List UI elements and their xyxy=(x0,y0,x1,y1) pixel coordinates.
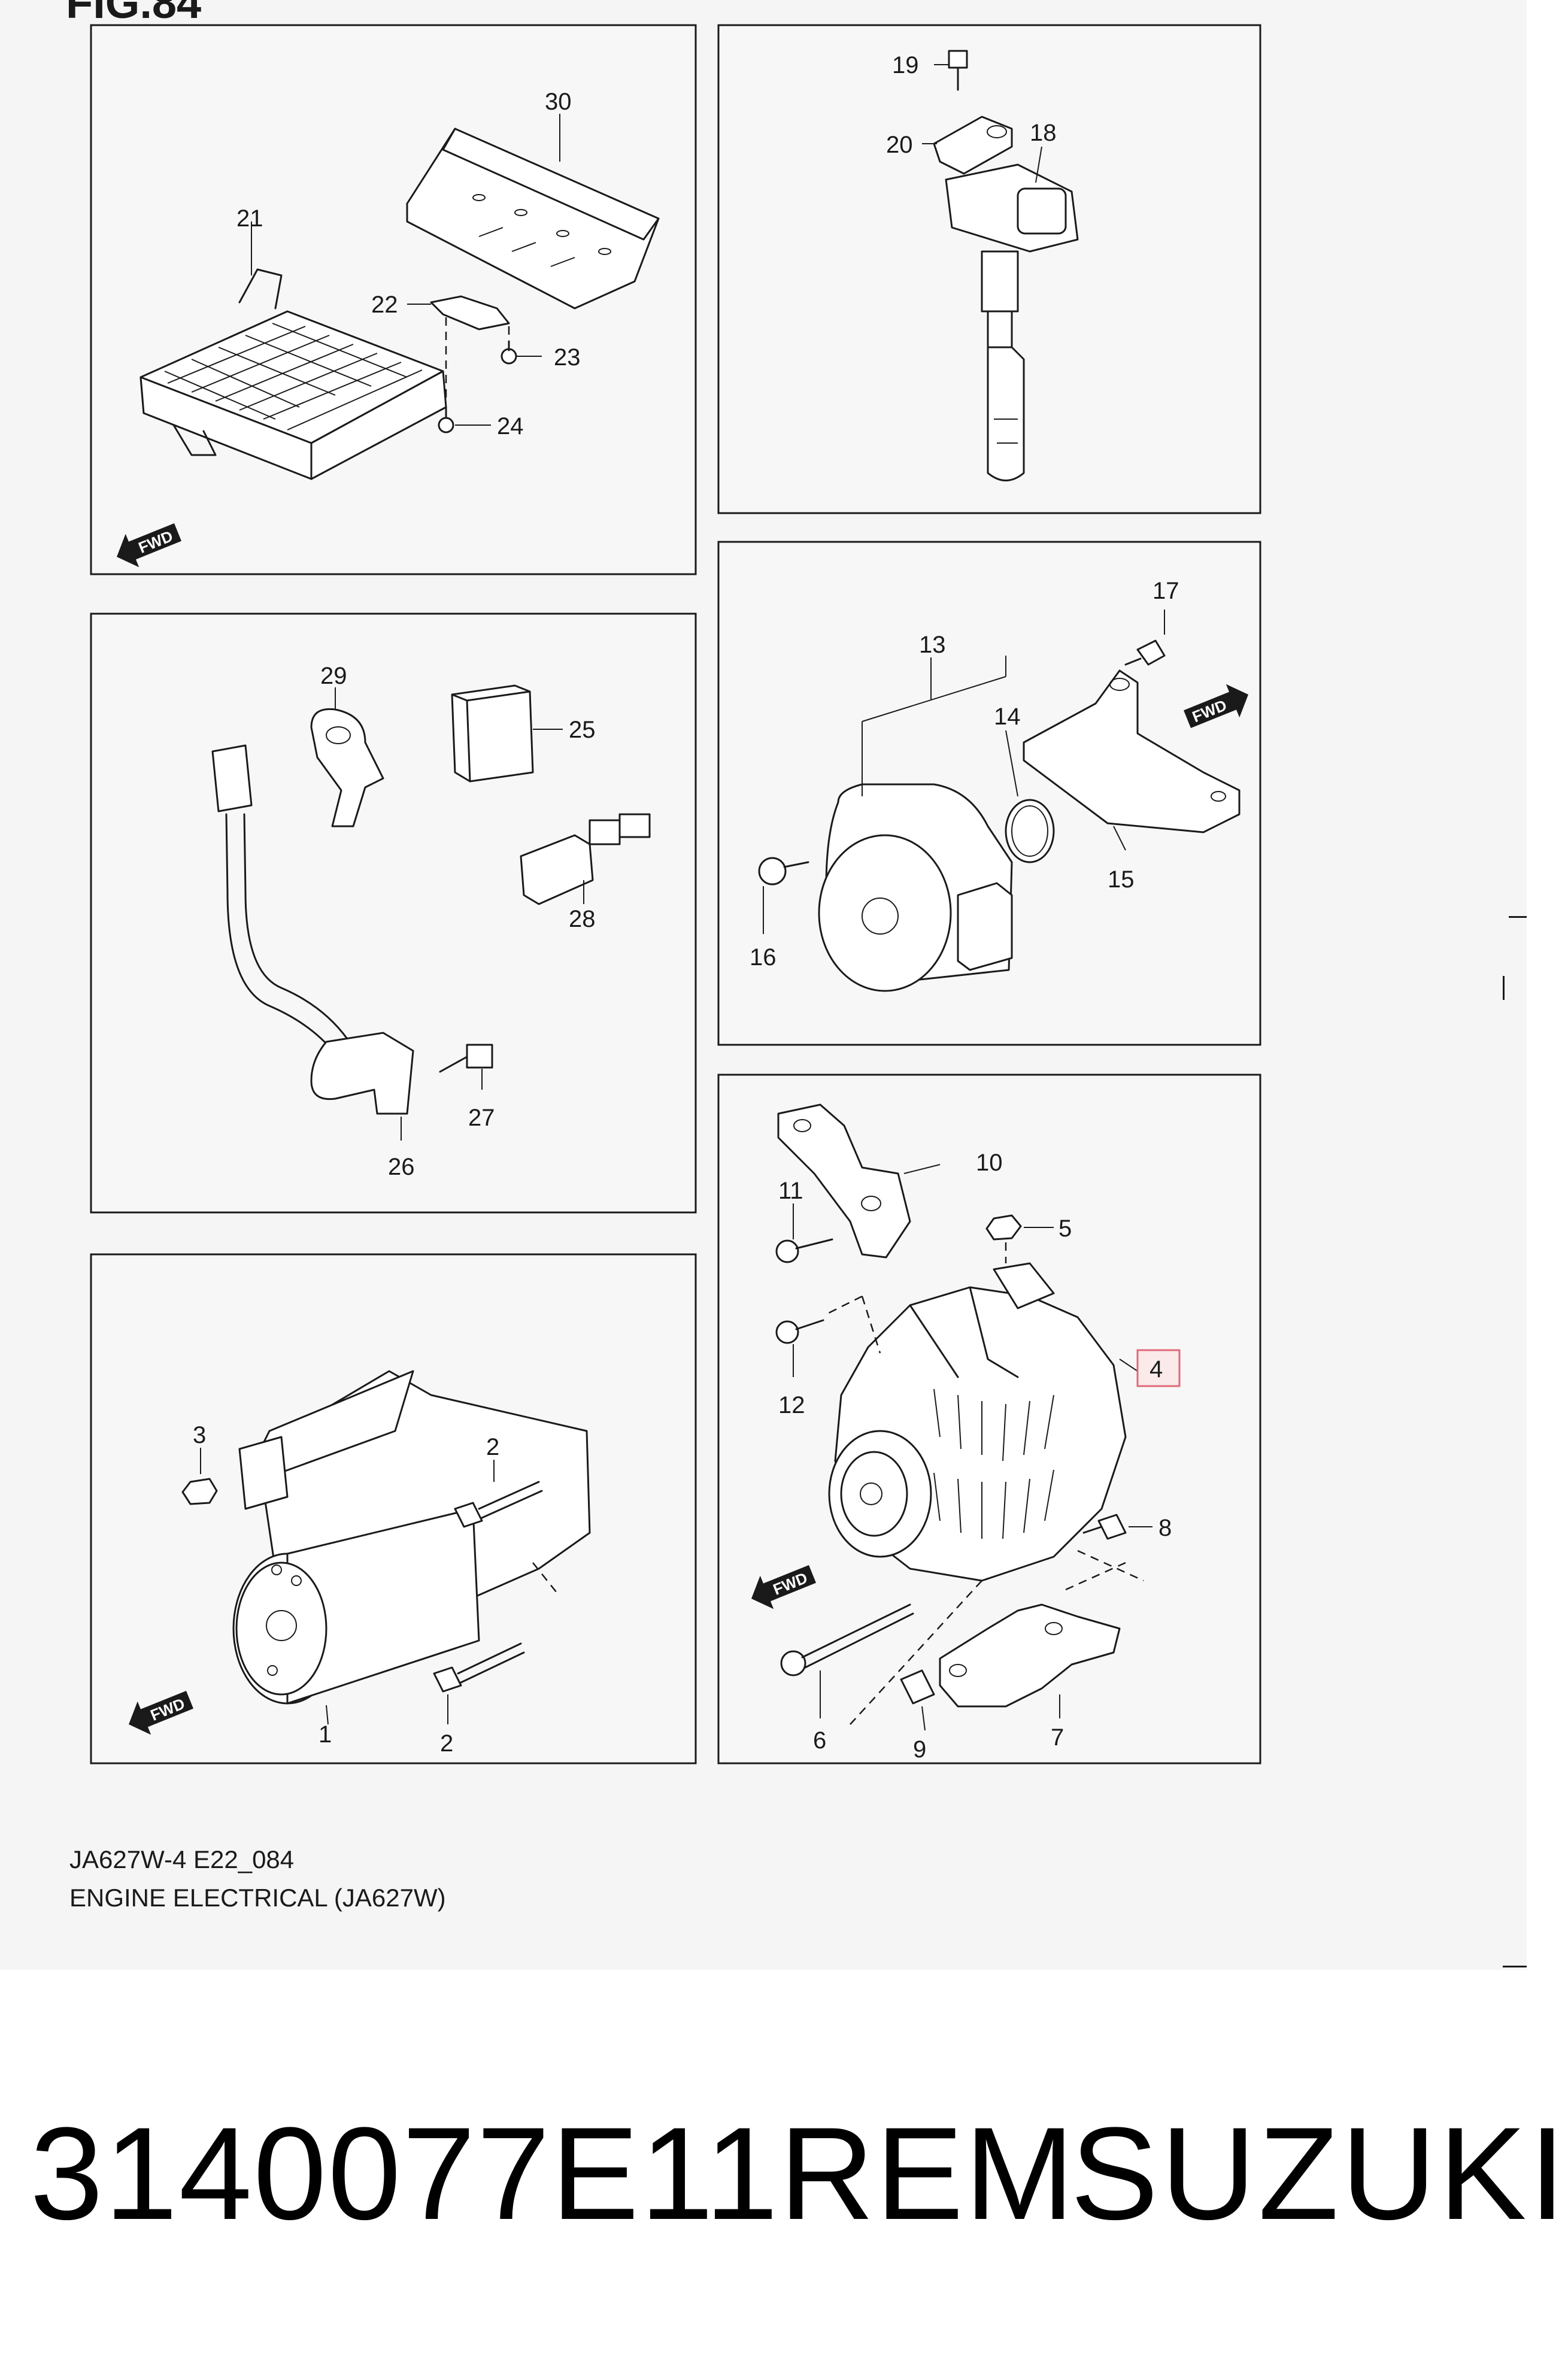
alternator-part[interactable] xyxy=(828,1262,1127,1582)
bracket-10-part[interactable] xyxy=(777,1103,911,1259)
callout-2a[interactable]: 2 xyxy=(486,1434,499,1460)
callout-17[interactable]: 17 xyxy=(1153,578,1179,604)
callout-11[interactable]: 11 xyxy=(778,1178,803,1204)
bracket-7-part[interactable] xyxy=(939,1603,1121,1708)
switch-28-part[interactable] xyxy=(520,813,651,905)
relay-25-part[interactable] xyxy=(451,684,534,783)
panel-ignition-coil xyxy=(717,24,1261,514)
callout-1[interactable]: 1 xyxy=(319,1721,332,1748)
bracket-15-part[interactable] xyxy=(1023,669,1241,833)
bracket-29-part[interactable] xyxy=(310,708,384,827)
throttle-body-part[interactable] xyxy=(818,783,1013,992)
figure-title: FIG.84 xyxy=(66,0,202,28)
ecu-bracket-part[interactable] xyxy=(139,268,447,480)
diagram-code: JA627W-4 E22_084 xyxy=(69,1845,295,1873)
diagram-description: ENGINE ELECTRICAL (JA627W) xyxy=(69,1884,446,1912)
callout-19[interactable]: 19 xyxy=(892,52,919,78)
callout-2b[interactable]: 2 xyxy=(440,1730,453,1757)
callout-3[interactable]: 3 xyxy=(193,1422,206,1448)
ecu-cover-part[interactable] xyxy=(406,128,660,310)
bolt-17-part[interactable] xyxy=(1124,639,1166,666)
crankshaft-sensor-part[interactable] xyxy=(211,744,414,1115)
callout-24[interactable]: 24 xyxy=(497,413,524,439)
panel-starter xyxy=(90,1253,697,1764)
bolt-11-part[interactable] xyxy=(775,1238,833,1263)
edge-tick xyxy=(1509,916,1527,918)
bolt-2a-part[interactable] xyxy=(454,1481,543,1528)
bolt-19-part[interactable] xyxy=(948,50,968,91)
callout-12[interactable]: 12 xyxy=(778,1392,805,1418)
coil-bracket-part[interactable] xyxy=(933,116,1013,175)
screw-24-part[interactable] xyxy=(438,406,454,433)
callout-30[interactable]: 30 xyxy=(545,89,572,115)
panel-ecu xyxy=(90,24,697,575)
footer: 3140077E11REM SUZUKI xyxy=(30,2100,1566,2247)
bolt-2b-part[interactable] xyxy=(433,1642,525,1693)
parts-diagram-sheet: FIG.84 xyxy=(30,0,1566,2247)
screw-16-part[interactable] xyxy=(758,857,809,886)
callout-4[interactable]: 4 xyxy=(1150,1356,1163,1382)
nut-5-part[interactable] xyxy=(985,1214,1022,1241)
callout-6[interactable]: 6 xyxy=(813,1727,826,1754)
callout-22[interactable]: 22 xyxy=(371,292,398,318)
callout-16[interactable]: 16 xyxy=(750,944,777,971)
bolt-6-part[interactable] xyxy=(780,1603,914,1676)
callout-10[interactable]: 10 xyxy=(976,1150,1003,1176)
highlight-callout-4[interactable] xyxy=(1136,1349,1181,1387)
callout-27[interactable]: 27 xyxy=(468,1105,495,1131)
ecu-mount-bracket-part[interactable] xyxy=(430,295,510,331)
ignition-coil-part[interactable] xyxy=(945,163,1079,481)
bolt-12-part[interactable] xyxy=(775,1319,824,1344)
callout-18[interactable]: 18 xyxy=(1030,120,1057,146)
callout-20[interactable]: 20 xyxy=(886,132,913,158)
bolt-8-part[interactable] xyxy=(1082,1514,1127,1540)
panel-alternator xyxy=(717,1074,1261,1764)
edge-tick xyxy=(1503,1966,1527,1967)
panel-sensors xyxy=(90,613,697,1214)
callout-5[interactable]: 5 xyxy=(1059,1215,1072,1242)
nut-3-part[interactable] xyxy=(181,1478,218,1505)
callout-14[interactable]: 14 xyxy=(994,704,1021,730)
callout-15[interactable]: 15 xyxy=(1108,866,1135,893)
edge-tick xyxy=(1503,976,1505,1000)
callout-13[interactable]: 13 xyxy=(919,632,946,658)
callout-labels: 30 21 22 23 24 19 20 18 29 25 28 27 26 1… xyxy=(193,52,1179,1763)
callout-23[interactable]: 23 xyxy=(554,344,581,371)
panel-throttle-body xyxy=(717,541,1261,1046)
callout-9[interactable]: 9 xyxy=(913,1736,926,1763)
part-number: 3140077E11REM xyxy=(30,2100,1076,2247)
callout-8[interactable]: 8 xyxy=(1158,1515,1172,1541)
sleeve-9-part[interactable] xyxy=(900,1669,935,1705)
exploded-view-diagram: FWD FWD FWD FWD 30 21 22 23 24 19 20 18 … xyxy=(90,24,1261,1764)
o-ring-14-part[interactable] xyxy=(1005,799,1055,863)
brand-name: SUZUKI xyxy=(1070,2100,1568,2247)
bolt-27-part[interactable] xyxy=(439,1044,493,1073)
callout-29[interactable]: 29 xyxy=(320,663,347,689)
callout-7[interactable]: 7 xyxy=(1051,1724,1064,1751)
callout-21[interactable]: 21 xyxy=(236,205,263,232)
callout-28[interactable]: 28 xyxy=(569,906,596,932)
callout-25[interactable]: 25 xyxy=(569,717,596,743)
callout-26[interactable]: 26 xyxy=(388,1154,415,1180)
starter-motor-part[interactable] xyxy=(232,1370,591,1705)
